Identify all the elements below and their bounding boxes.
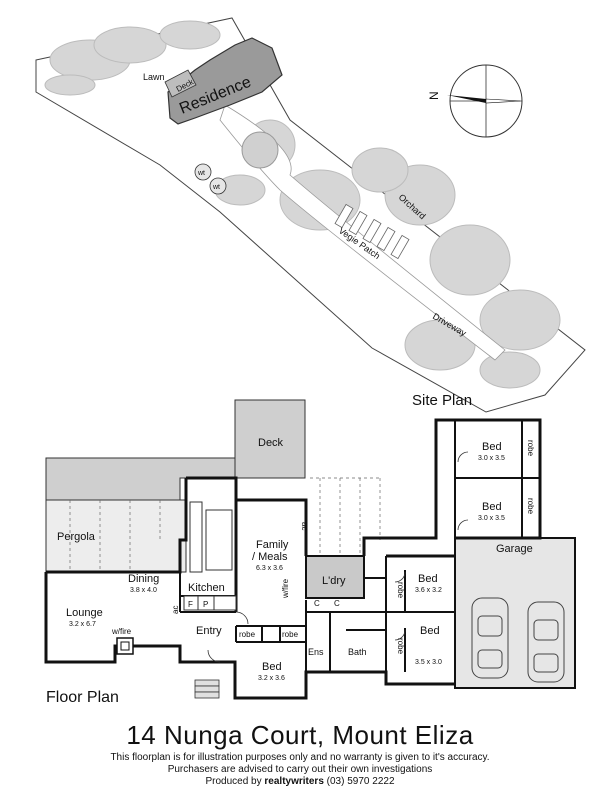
fridge-label: F: [188, 600, 193, 609]
lounge-size: 3.2 x 6.7: [69, 621, 96, 628]
kitchen-label: Kitchen: [188, 582, 225, 594]
cupboard-label-2: C: [334, 599, 340, 608]
north-label: N: [427, 91, 441, 100]
credit-brand: realtywriters: [264, 776, 324, 787]
robe-label-mid: robe: [396, 582, 405, 599]
dining-size: 3.8 x 4.0: [130, 587, 157, 594]
floor-plan: Deck Pergola Dining 3.8 x 4.0 Lounge 3.2…: [44, 399, 576, 706]
family-pergola-beams: [310, 477, 381, 555]
pantry-label: P: [203, 600, 208, 609]
water-tank-2: [209, 177, 227, 195]
turning-circle: [241, 131, 279, 169]
robe-label-entry-1: robe: [239, 630, 256, 639]
floor-plan-title: Floor Plan: [46, 689, 119, 706]
kitchen-ac-label: ac: [171, 606, 180, 614]
robe-label-low: robe: [396, 638, 405, 655]
exterior-walls: [44, 418, 542, 700]
bed-top1-label: Bed: [482, 441, 502, 453]
entry-steps: [194, 679, 220, 699]
deck-label: Deck: [258, 437, 284, 449]
bed-mid-label: Bed: [418, 573, 438, 585]
entry-label: Entry: [196, 625, 222, 637]
credit-prefix: Produced by: [205, 776, 265, 787]
bed-front-label: Bed: [262, 661, 282, 673]
garage-cars: [471, 597, 565, 683]
cupboard-label-1: C: [314, 599, 320, 608]
bed-top1-size: 3.0 x 3.5: [478, 455, 505, 462]
ensuite-label: Ens: [308, 647, 324, 657]
deck-area: [45, 399, 306, 501]
bath-label: Bath: [348, 647, 367, 657]
family-label-1: Family: [256, 539, 289, 551]
property-address: 14 Nunga Court, Mount Eliza: [126, 720, 474, 750]
disclaimer-line-1: This floorplan is for illustration purpo…: [110, 752, 490, 763]
lounge-wfire-label: w/fire: [111, 627, 132, 636]
north-compass: N: [427, 64, 523, 138]
vegie-beds: [334, 203, 410, 260]
residence-deck: [164, 69, 197, 98]
bed-mid-size: 3.6 x 3.2: [415, 587, 442, 594]
producer-credit: Produced by realtywriters (03) 5970 2222: [0, 776, 600, 787]
robe-label-top1: robe: [526, 440, 535, 457]
robe-label-entry-2: robe: [282, 630, 299, 639]
bed-front-size: 3.2 x 3.6: [258, 675, 285, 682]
water-tank-1: [194, 163, 212, 181]
residence-building: [167, 37, 283, 125]
laundry-label: L'dry: [322, 575, 346, 587]
site-plan-title: Site Plan: [412, 392, 472, 409]
site-plan: Lawn Deck Residence wt wt Orchard Vegie …: [35, 17, 586, 413]
family-size: 6.3 x 3.6: [256, 565, 283, 572]
garage-area: [454, 537, 576, 689]
family-wfire-label: w/fire: [281, 578, 290, 599]
lounge-label: Lounge: [66, 607, 103, 619]
water-tank-label-1: wt: [197, 170, 205, 177]
door-swings: [207, 451, 469, 663]
family-label-2: / Meals: [252, 551, 288, 563]
lounge-fireplace-icon: [116, 637, 134, 655]
disclaimer-line-2: Purchasers are advised to carry out thei…: [167, 764, 433, 775]
robe-label-top2: robe: [526, 498, 535, 515]
credit-phone: (03) 5970 2222: [323, 776, 395, 787]
bed-low-size: 3.5 x 3.0: [415, 659, 442, 666]
garage-label: Garage: [496, 543, 533, 555]
driveway-path: [219, 104, 506, 361]
water-tank-label-2: wt: [212, 184, 220, 191]
lawn-label: Lawn: [143, 72, 165, 82]
bed-top2-label: Bed: [482, 501, 502, 513]
family-ac-label: ac: [300, 522, 309, 530]
kitchen-benches: [183, 501, 237, 611]
pergola-beams: [69, 500, 161, 570]
pergola-label: Pergola: [57, 531, 96, 543]
bed-low-label: Bed: [420, 625, 440, 637]
dining-label: Dining: [128, 573, 159, 585]
bed-top2-size: 3.0 x 3.5: [478, 515, 505, 522]
site-boundary: [35, 17, 586, 413]
